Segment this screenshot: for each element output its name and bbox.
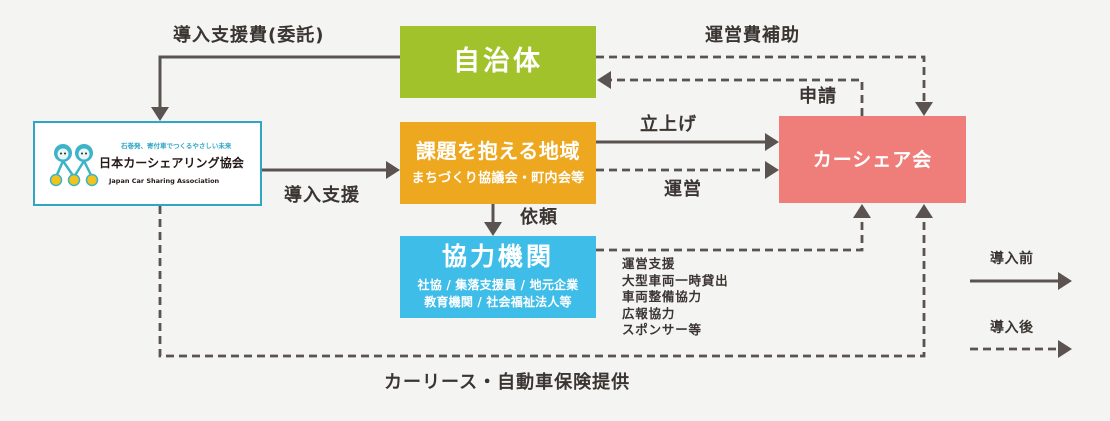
association-slogan: 石巻発、寄付車でつくるやさしい未来 xyxy=(121,142,232,150)
arrowhead-support-fee xyxy=(151,107,169,121)
partner-support-item: 大型車両一時貸出 xyxy=(622,272,729,288)
partners-node: 協力機関 社協 / 集落支援員 / 地元企業 教育機関 / 社会福祉法人等 xyxy=(400,236,596,318)
partner-support-item: スポンサー等 xyxy=(622,322,702,337)
partners-label: 協力機関 xyxy=(441,242,554,271)
mascot-face xyxy=(57,148,69,160)
arrowhead-request xyxy=(484,222,502,236)
mascot-wheel xyxy=(49,173,63,187)
carshare-node: カーシェア会 xyxy=(779,116,966,203)
association-name: 日本カーシェアリング協会 xyxy=(99,156,244,170)
arrowhead-car-lease xyxy=(915,204,933,218)
association-name-en: Japan Car Sharing Association xyxy=(109,177,220,185)
mascot-eye xyxy=(64,152,66,155)
region-node: 課題を抱える地域 まちづくり協議会・町内会等 xyxy=(400,122,596,204)
edge-label-support-fee: 導入支援費(委託) xyxy=(173,25,325,46)
edge-label-operation-subsidy: 運営費補助 xyxy=(705,25,800,46)
region-sublabel: まちづくり協議会・町内会等 xyxy=(411,171,585,186)
edge-label-application: 申請 xyxy=(799,86,837,107)
partner-support-list: 運営支援 大型車両一時貸出 車両整備協力 広報協力 スポンサー等 xyxy=(622,256,728,339)
car-sharing-mascot-icon xyxy=(49,144,99,187)
edge-label-intro-support: 導入支援 xyxy=(284,185,360,206)
arrowhead-launch xyxy=(765,133,779,151)
arrow-operation-subsidy-line xyxy=(596,55,926,103)
legend-after-arrowhead xyxy=(1058,340,1072,358)
edge-label-operation: 運営 xyxy=(664,179,702,200)
mascot-faces xyxy=(57,148,90,160)
legend-before-arrowhead xyxy=(1058,272,1072,290)
arrowheads xyxy=(151,71,1072,358)
mascot-eye xyxy=(60,152,62,155)
mascot-eyes xyxy=(60,152,87,155)
arrow-partner-support-line xyxy=(596,217,864,252)
local-gov-label: 自治体 xyxy=(453,46,543,77)
mascot-eye xyxy=(85,152,87,155)
solid-connectors xyxy=(158,55,1059,283)
edge-label-launch: 立上げ xyxy=(640,114,697,135)
partners-sublabel-line: 社協 / 集落支援員 / 地元企業 xyxy=(417,278,579,292)
mascot-wheels xyxy=(49,173,99,187)
mascot-wheel xyxy=(67,173,81,187)
edge-label-car-lease: カーリース・自動車保険提供 xyxy=(384,372,631,393)
arrowhead-partner-support xyxy=(853,204,871,218)
arrowhead-operation xyxy=(765,161,779,179)
mascot-eye xyxy=(81,152,83,155)
arrowhead-intro-support xyxy=(386,161,400,179)
arrowhead-operation-subsidy xyxy=(915,102,933,116)
partner-support-item: 車両整備協力 xyxy=(622,289,702,304)
mascot-face xyxy=(78,148,90,160)
partners-sublabel-line: 教育機関 / 社会福祉法人等 xyxy=(424,295,572,309)
legend-after-label: 導入後 xyxy=(990,320,1034,336)
dashed-connectors xyxy=(158,55,1059,358)
local-gov-node: 自治体 xyxy=(400,26,596,98)
partner-support-item: 運営支援 xyxy=(622,256,676,271)
legend-before-label: 導入前 xyxy=(990,251,1034,267)
partner-support-item: 広報協力 xyxy=(622,305,676,321)
arrow-support-fee-line xyxy=(158,55,400,108)
region-label: 課題を抱える地域 xyxy=(415,139,581,163)
edge-label-request: 依頼 xyxy=(520,207,558,228)
carshare-label: カーシェア会 xyxy=(812,148,933,171)
mascot-wheel xyxy=(85,173,99,187)
arrowhead-application xyxy=(597,71,611,89)
association-node: 石巻発、寄付車でつくるやさしい未来 日本カーシェアリング協会 Japan Car… xyxy=(33,121,262,206)
